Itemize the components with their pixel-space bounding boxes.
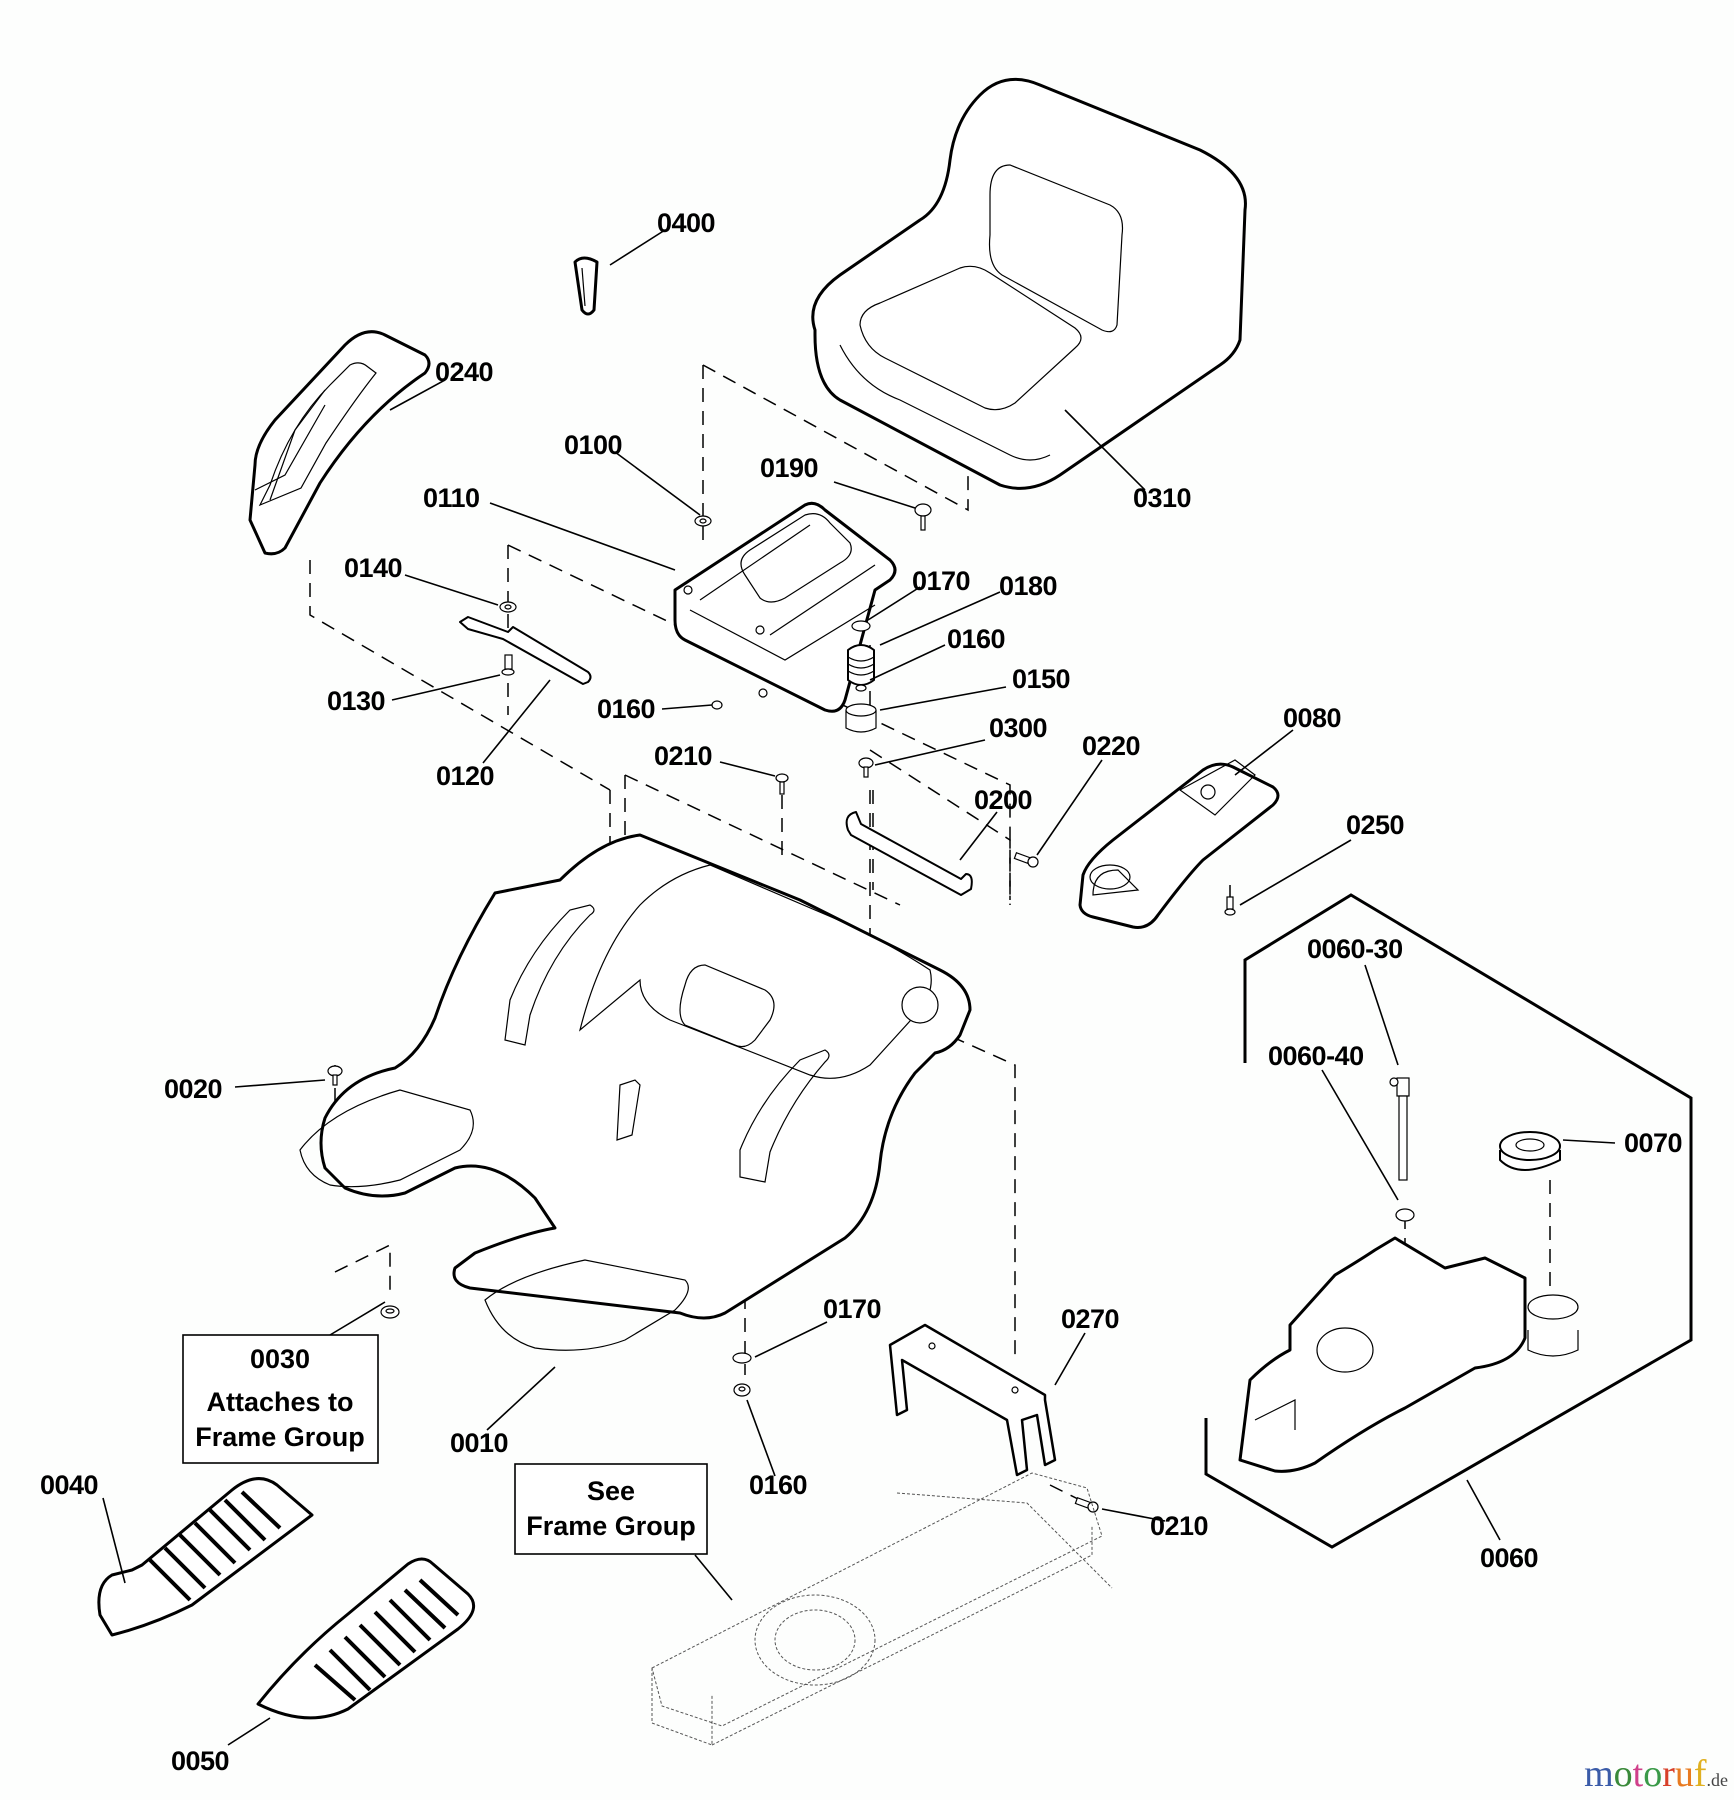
note-frame-line-1: See (587, 1476, 635, 1506)
part-0310-seat[interactable] (811, 77, 1247, 490)
note-see-frame-group: See Frame Group (514, 1463, 708, 1555)
watermark-letter: o (1613, 1753, 1633, 1795)
part-0160-nut-c[interactable] (733, 1383, 751, 1397)
frame-group (651, 1472, 1113, 1746)
callout-0160[interactable]: 0160 (947, 624, 1006, 654)
note-0030-attaches-to-frame: 0030 Attaches to Frame Group (182, 1334, 379, 1464)
callout-0400[interactable]: 0400 (657, 208, 716, 238)
part-0120-seat-bracket[interactable] (459, 616, 592, 685)
part-0050-footpad[interactable] (256, 1557, 476, 1720)
callout-labels: 0400 0240 0100 0190 0310 0110 0140 0170 … (40, 208, 1683, 1776)
callout-0310[interactable]: 0310 (1133, 483, 1192, 513)
callout-0020[interactable]: 0020 (164, 1074, 223, 1104)
callout-0140[interactable]: 0140 (344, 553, 403, 583)
part-0080-console[interactable] (1078, 759, 1280, 929)
note-0030-line-1: 0030 (250, 1344, 310, 1374)
watermark-letter: o (1643, 1753, 1663, 1795)
callout-0040[interactable]: 0040 (40, 1470, 99, 1500)
part-0160-nut-b[interactable] (711, 700, 723, 710)
part-0400-knob[interactable] (573, 256, 599, 316)
callout-0270[interactable]: 0270 (1061, 1304, 1120, 1334)
callout-0150[interactable]: 0150 (1012, 664, 1071, 694)
note-frame-line-2: Frame Group (526, 1511, 696, 1541)
part-0300-bolt[interactable] (858, 757, 874, 778)
watermark-suffix: .de (1706, 1770, 1729, 1790)
part-0170-washer-b[interactable] (732, 1352, 752, 1364)
watermark-letter: f (1693, 1753, 1707, 1795)
part-0110-seat-pan[interactable] (673, 501, 897, 713)
part-0240-console[interactable] (248, 330, 431, 556)
part-0010-body[interactable] (299, 833, 972, 1351)
callout-0080[interactable]: 0080 (1283, 703, 1342, 733)
note-0030-line-3: Frame Group (195, 1422, 365, 1452)
fuel-tank-group-bracket (1204, 893, 1693, 1549)
callout-0210[interactable]: 0210 (654, 741, 713, 771)
part-0250-bolt[interactable] (1224, 896, 1236, 916)
callout-0300[interactable]: 0300 (989, 713, 1048, 743)
callout-0100[interactable]: 0100 (564, 430, 623, 460)
callout-0060-40[interactable]: 0060-40 (1268, 1041, 1364, 1071)
part-0160-nut[interactable] (855, 684, 867, 692)
part-0020-bolt[interactable] (327, 1065, 343, 1086)
part-0070-fuel-cap[interactable] (1499, 1131, 1561, 1171)
callout-0120[interactable]: 0120 (436, 761, 495, 791)
part-0180-spring[interactable] (847, 644, 875, 686)
part-0060-40-grommet[interactable] (1395, 1208, 1415, 1222)
watermark-letter: u (1674, 1753, 1694, 1795)
callout-0220[interactable]: 0220 (1082, 731, 1141, 761)
watermark-letter: r (1662, 1753, 1675, 1795)
callout-0110[interactable]: 0110 (423, 483, 480, 513)
callout-0130[interactable]: 0130 (327, 686, 386, 716)
callout-0190[interactable]: 0190 (760, 453, 819, 483)
callout-0250[interactable]: 0250 (1346, 810, 1405, 840)
part-0100-washer[interactable] (694, 515, 712, 527)
callout-0070[interactable]: 0070 (1624, 1128, 1683, 1158)
part-0060-fuel-tank[interactable] (1238, 1236, 1579, 1473)
callout-0060-30[interactable]: 0060-30 (1307, 934, 1403, 964)
callout-0200[interactable]: 0200 (974, 785, 1033, 815)
part-0170-washer[interactable] (851, 620, 871, 632)
callout-0060[interactable]: 0060 (1480, 1543, 1539, 1573)
callout-0240[interactable]: 0240 (435, 357, 494, 387)
callout-0170-b[interactable]: 0170 (823, 1294, 882, 1324)
part-0140-washer[interactable] (499, 601, 517, 613)
leader-lines (102, 229, 1616, 1746)
callout-0160-b[interactable]: 0160 (597, 694, 656, 724)
part-0150-spacer[interactable] (845, 703, 877, 733)
watermark-letter: t (1632, 1753, 1644, 1795)
callout-0010[interactable]: 0010 (450, 1428, 509, 1458)
callout-0180[interactable]: 0180 (999, 571, 1058, 601)
part-0060-30-fitting[interactable] (1389, 1077, 1410, 1181)
part-0030-nut[interactable] (380, 1305, 400, 1319)
part-0210-bolt-a[interactable] (775, 773, 789, 795)
note-0030-line-2: Attaches to (206, 1387, 353, 1417)
callout-0160-c[interactable]: 0160 (749, 1470, 808, 1500)
part-0040-footpad[interactable] (97, 1477, 314, 1637)
callout-0050[interactable]: 0050 (171, 1746, 230, 1776)
part-0270-bracket[interactable] (888, 1323, 1057, 1477)
part-0210-bolt-b[interactable] (1074, 1497, 1099, 1513)
watermark-letter: m (1584, 1753, 1614, 1795)
callout-0170[interactable]: 0170 (912, 566, 971, 596)
part-0220-bolt[interactable] (1013, 852, 1039, 868)
part-0190-bolt[interactable] (914, 503, 932, 531)
part-0130-bolt[interactable] (501, 654, 515, 676)
watermark-logo: motoruf.de (1584, 1752, 1728, 1796)
part-0200-bracket[interactable] (845, 811, 973, 896)
callout-0210-b[interactable]: 0210 (1150, 1511, 1209, 1541)
